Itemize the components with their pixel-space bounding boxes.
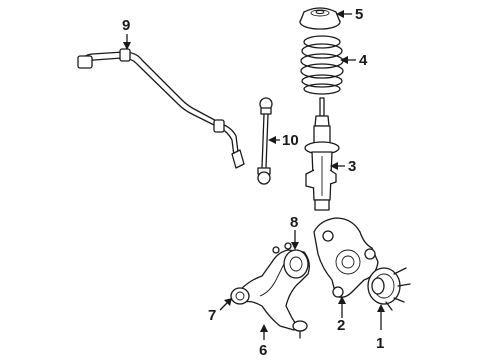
callout-1: 1 bbox=[376, 335, 384, 352]
callout-4: 4 bbox=[359, 52, 368, 69]
callout-9: 9 bbox=[122, 17, 130, 34]
callout-3: 3 bbox=[348, 158, 356, 175]
stabilizer-bar-part-9 bbox=[77, 48, 245, 169]
callout-5: 5 bbox=[355, 6, 363, 23]
stabilizer-link-part-10 bbox=[257, 97, 273, 185]
callout-7: 7 bbox=[208, 307, 216, 324]
strut-mount-part-5 bbox=[299, 7, 341, 30]
lower-control-arm-part-6 bbox=[230, 242, 310, 339]
callout-leaders bbox=[123, 10, 385, 340]
callout-6: 6 bbox=[259, 342, 267, 359]
wheel-hub-part-1 bbox=[367, 267, 411, 311]
steering-knuckle-part-2 bbox=[313, 217, 379, 298]
callout-2: 2 bbox=[337, 317, 345, 334]
coil-spring-part-4 bbox=[300, 35, 344, 95]
callout-8: 8 bbox=[290, 214, 298, 231]
strut-assembly-part-3 bbox=[304, 97, 340, 211]
callout-10: 10 bbox=[282, 132, 299, 149]
